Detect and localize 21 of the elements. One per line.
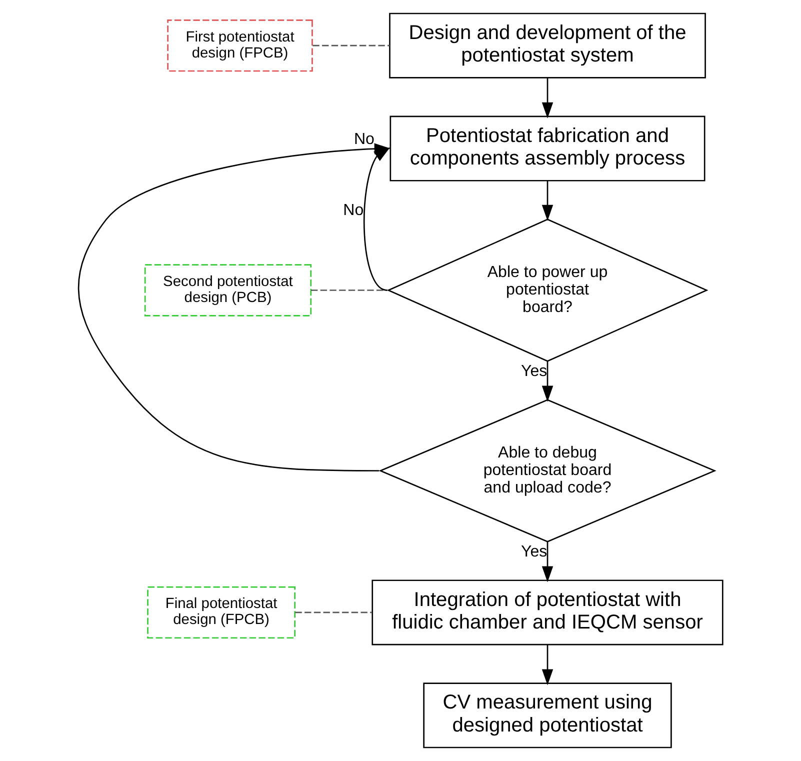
connector bbox=[312, 44, 390, 46]
edge-label: Yes bbox=[521, 542, 548, 561]
edge-label: Yes bbox=[521, 362, 548, 380]
connector bbox=[295, 612, 372, 614]
connector bbox=[310, 290, 388, 291]
node-box: Integration of potentiostat with fluidic chamber and IEQCM sensor bbox=[372, 580, 724, 646]
arrow bbox=[542, 180, 554, 221]
arrow bbox=[542, 542, 554, 582]
node-box: Final potentiostat design (FPCB) bbox=[147, 586, 296, 639]
arrow bbox=[542, 78, 554, 118]
node-diamond: Able to power up potentiostat board? bbox=[386, 218, 708, 362]
node-diamond: Able to debug potentiostat board and upload code? bbox=[378, 399, 716, 542]
arrow bbox=[542, 644, 554, 686]
node-box: First potentiostat design (FPCB) bbox=[167, 20, 313, 72]
node-box: Potentiostat fabrication and components assembly process bbox=[390, 116, 706, 182]
node-box: Second potentiostat design (PCB) bbox=[144, 264, 312, 316]
node-box: Design and development of the potentiostat system bbox=[389, 12, 706, 78]
edge-label: No bbox=[343, 200, 364, 219]
arrow bbox=[542, 361, 554, 402]
node-box: CV measurement using designed potentiostat bbox=[423, 682, 672, 748]
edge-label: No bbox=[354, 130, 374, 148]
